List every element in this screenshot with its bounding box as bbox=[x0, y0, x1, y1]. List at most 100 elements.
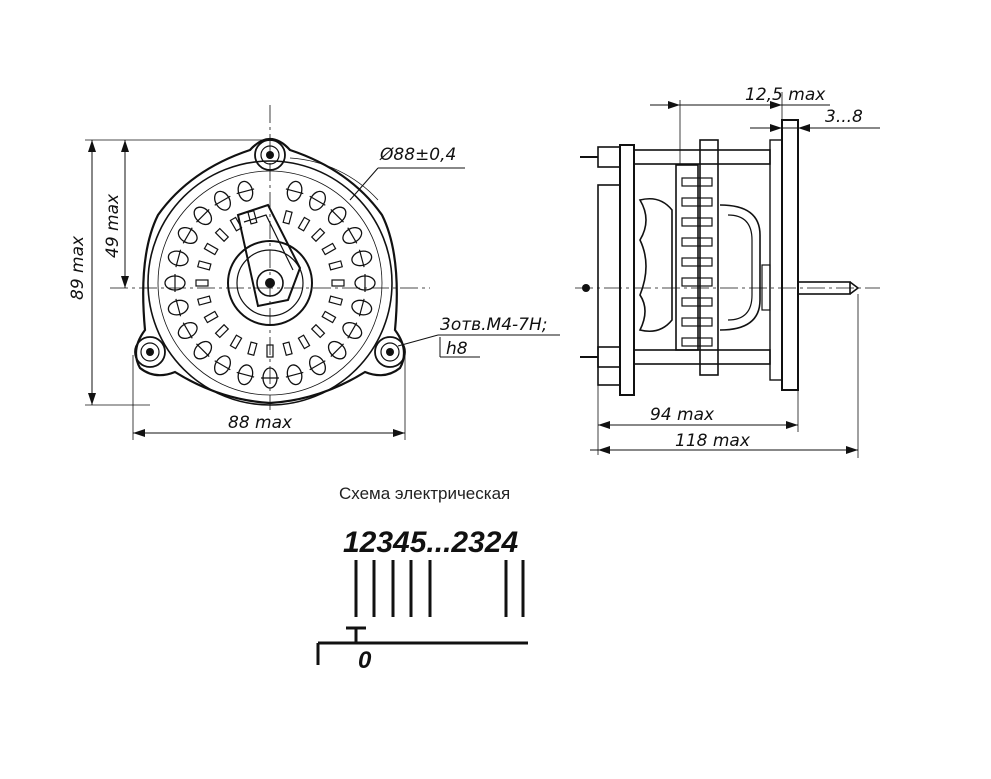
terminal-lug bbox=[193, 340, 213, 360]
front-view: 89 max 49 max 88 max Ø88±0,4 bbox=[68, 105, 560, 440]
terminal-pin bbox=[214, 227, 230, 243]
housing-outline bbox=[134, 137, 406, 405]
terminal-pin bbox=[297, 216, 311, 232]
spring-frame bbox=[719, 204, 761, 331]
side-terminal bbox=[681, 317, 713, 327]
schematic-title: Схема электрическая bbox=[339, 484, 510, 503]
terminal-lug bbox=[167, 298, 189, 317]
front-plate-inner bbox=[769, 139, 783, 381]
mounting-lug-top bbox=[254, 139, 286, 171]
terminal-pin bbox=[331, 279, 345, 287]
terminal-pin bbox=[197, 260, 212, 271]
rear-plate bbox=[619, 144, 635, 396]
holes-note: 3отв.М4-7Н; h8 bbox=[397, 315, 560, 359]
dimension-118-max: 118 max bbox=[590, 294, 859, 458]
terminal-pin bbox=[310, 227, 326, 243]
electrical-schematic: Схема электрическая 12345...2324 0 bbox=[316, 484, 528, 674]
holes-note-label: 3отв.М4-7Н; bbox=[440, 315, 548, 335]
terminal-pin bbox=[266, 344, 274, 358]
width-dim-label: 88 max bbox=[228, 413, 293, 433]
terminal-lug bbox=[167, 249, 189, 268]
shaft-side bbox=[797, 281, 851, 295]
terminal-pin bbox=[203, 242, 219, 256]
side-terminal bbox=[681, 177, 713, 187]
terminal-pin bbox=[297, 334, 311, 350]
terminal-pin bbox=[282, 210, 293, 225]
terminal-lug bbox=[213, 355, 232, 376]
shaft-tip bbox=[849, 281, 860, 295]
side-terminal bbox=[681, 197, 713, 207]
contact-lines bbox=[354, 560, 525, 617]
rotor-arm bbox=[236, 203, 302, 308]
terminal-pin bbox=[203, 310, 219, 324]
terminal-ring-inner bbox=[195, 210, 345, 358]
terminal-lug bbox=[351, 249, 373, 268]
common-label: 0 bbox=[358, 647, 372, 674]
contact-ring-inner bbox=[157, 170, 383, 396]
terminal-lug bbox=[354, 274, 376, 292]
contact-numbers: 12345...2324 bbox=[343, 526, 518, 559]
holes-tolerance-label: h8 bbox=[446, 339, 468, 359]
rear-stud bbox=[582, 284, 590, 292]
dimension-94-max: 94 max bbox=[597, 385, 799, 455]
terminal-lug bbox=[308, 190, 327, 211]
side-terminals bbox=[681, 177, 713, 347]
terminal-pin bbox=[197, 295, 212, 306]
terminal-lug bbox=[164, 274, 186, 292]
dimension-3-8: 3...8 bbox=[750, 107, 880, 132]
bearing bbox=[761, 264, 771, 311]
terminal-lug bbox=[342, 226, 363, 245]
terminal-lug bbox=[236, 180, 255, 202]
terminal-pin bbox=[321, 310, 337, 324]
dimension-88-max: 88 max bbox=[132, 355, 406, 440]
rotor-hub bbox=[227, 240, 313, 326]
shaft-center bbox=[265, 278, 275, 288]
terminal-lug bbox=[177, 321, 198, 340]
front-plate bbox=[781, 119, 799, 391]
terminal-ring-outer bbox=[164, 180, 376, 389]
terminal-pin bbox=[282, 341, 293, 356]
terminal-pin bbox=[247, 210, 258, 225]
height-dim-label: 89 max bbox=[68, 235, 88, 300]
side-terminal bbox=[681, 337, 713, 347]
depth-inner-dim-label: 94 max bbox=[650, 405, 715, 425]
dimension-49-max: 49 max bbox=[103, 140, 129, 288]
top-dim-label: 12,5 max bbox=[745, 85, 826, 105]
wiper-contact bbox=[346, 626, 366, 643]
dimension-diameter: Ø88±0,4 bbox=[289, 145, 465, 201]
detent-body bbox=[638, 197, 673, 333]
side-terminal bbox=[681, 237, 713, 247]
rotor-hub-inner bbox=[236, 249, 304, 317]
depth-total-dim-label: 118 max bbox=[675, 431, 751, 451]
terminal-lug bbox=[193, 206, 213, 226]
side-view: 12,5 max 3...8 94 max 118 max bbox=[575, 85, 880, 458]
shaft-dim-label: 3...8 bbox=[825, 107, 863, 127]
terminal-lug bbox=[285, 180, 304, 202]
spring-frame-inner bbox=[727, 214, 753, 321]
terminal-lug bbox=[261, 367, 279, 389]
terminal-pin bbox=[321, 242, 337, 256]
terminal-lug bbox=[351, 298, 373, 317]
contact-ring-outer bbox=[147, 160, 393, 406]
side-terminal bbox=[681, 217, 713, 227]
terminal-pin bbox=[229, 334, 243, 350]
terminal-pin bbox=[214, 323, 230, 339]
tie-rods bbox=[580, 146, 771, 368]
terminal-pin bbox=[229, 216, 243, 232]
terminal-pin bbox=[328, 295, 343, 306]
shaft bbox=[256, 269, 284, 297]
diameter-dim-label: Ø88±0,4 bbox=[379, 145, 456, 165]
terminal-pin bbox=[195, 279, 209, 287]
terminal-lug bbox=[327, 206, 347, 226]
side-terminal bbox=[681, 297, 713, 307]
terminal-lug bbox=[236, 364, 255, 386]
terminal-pin bbox=[247, 341, 258, 356]
mounting-lug-right bbox=[374, 336, 406, 368]
terminal-lug bbox=[177, 226, 198, 245]
dimension-89-max: 89 max bbox=[68, 139, 262, 406]
terminal-pin bbox=[328, 260, 343, 271]
side-terminal bbox=[681, 257, 713, 267]
side-terminal bbox=[681, 277, 713, 287]
